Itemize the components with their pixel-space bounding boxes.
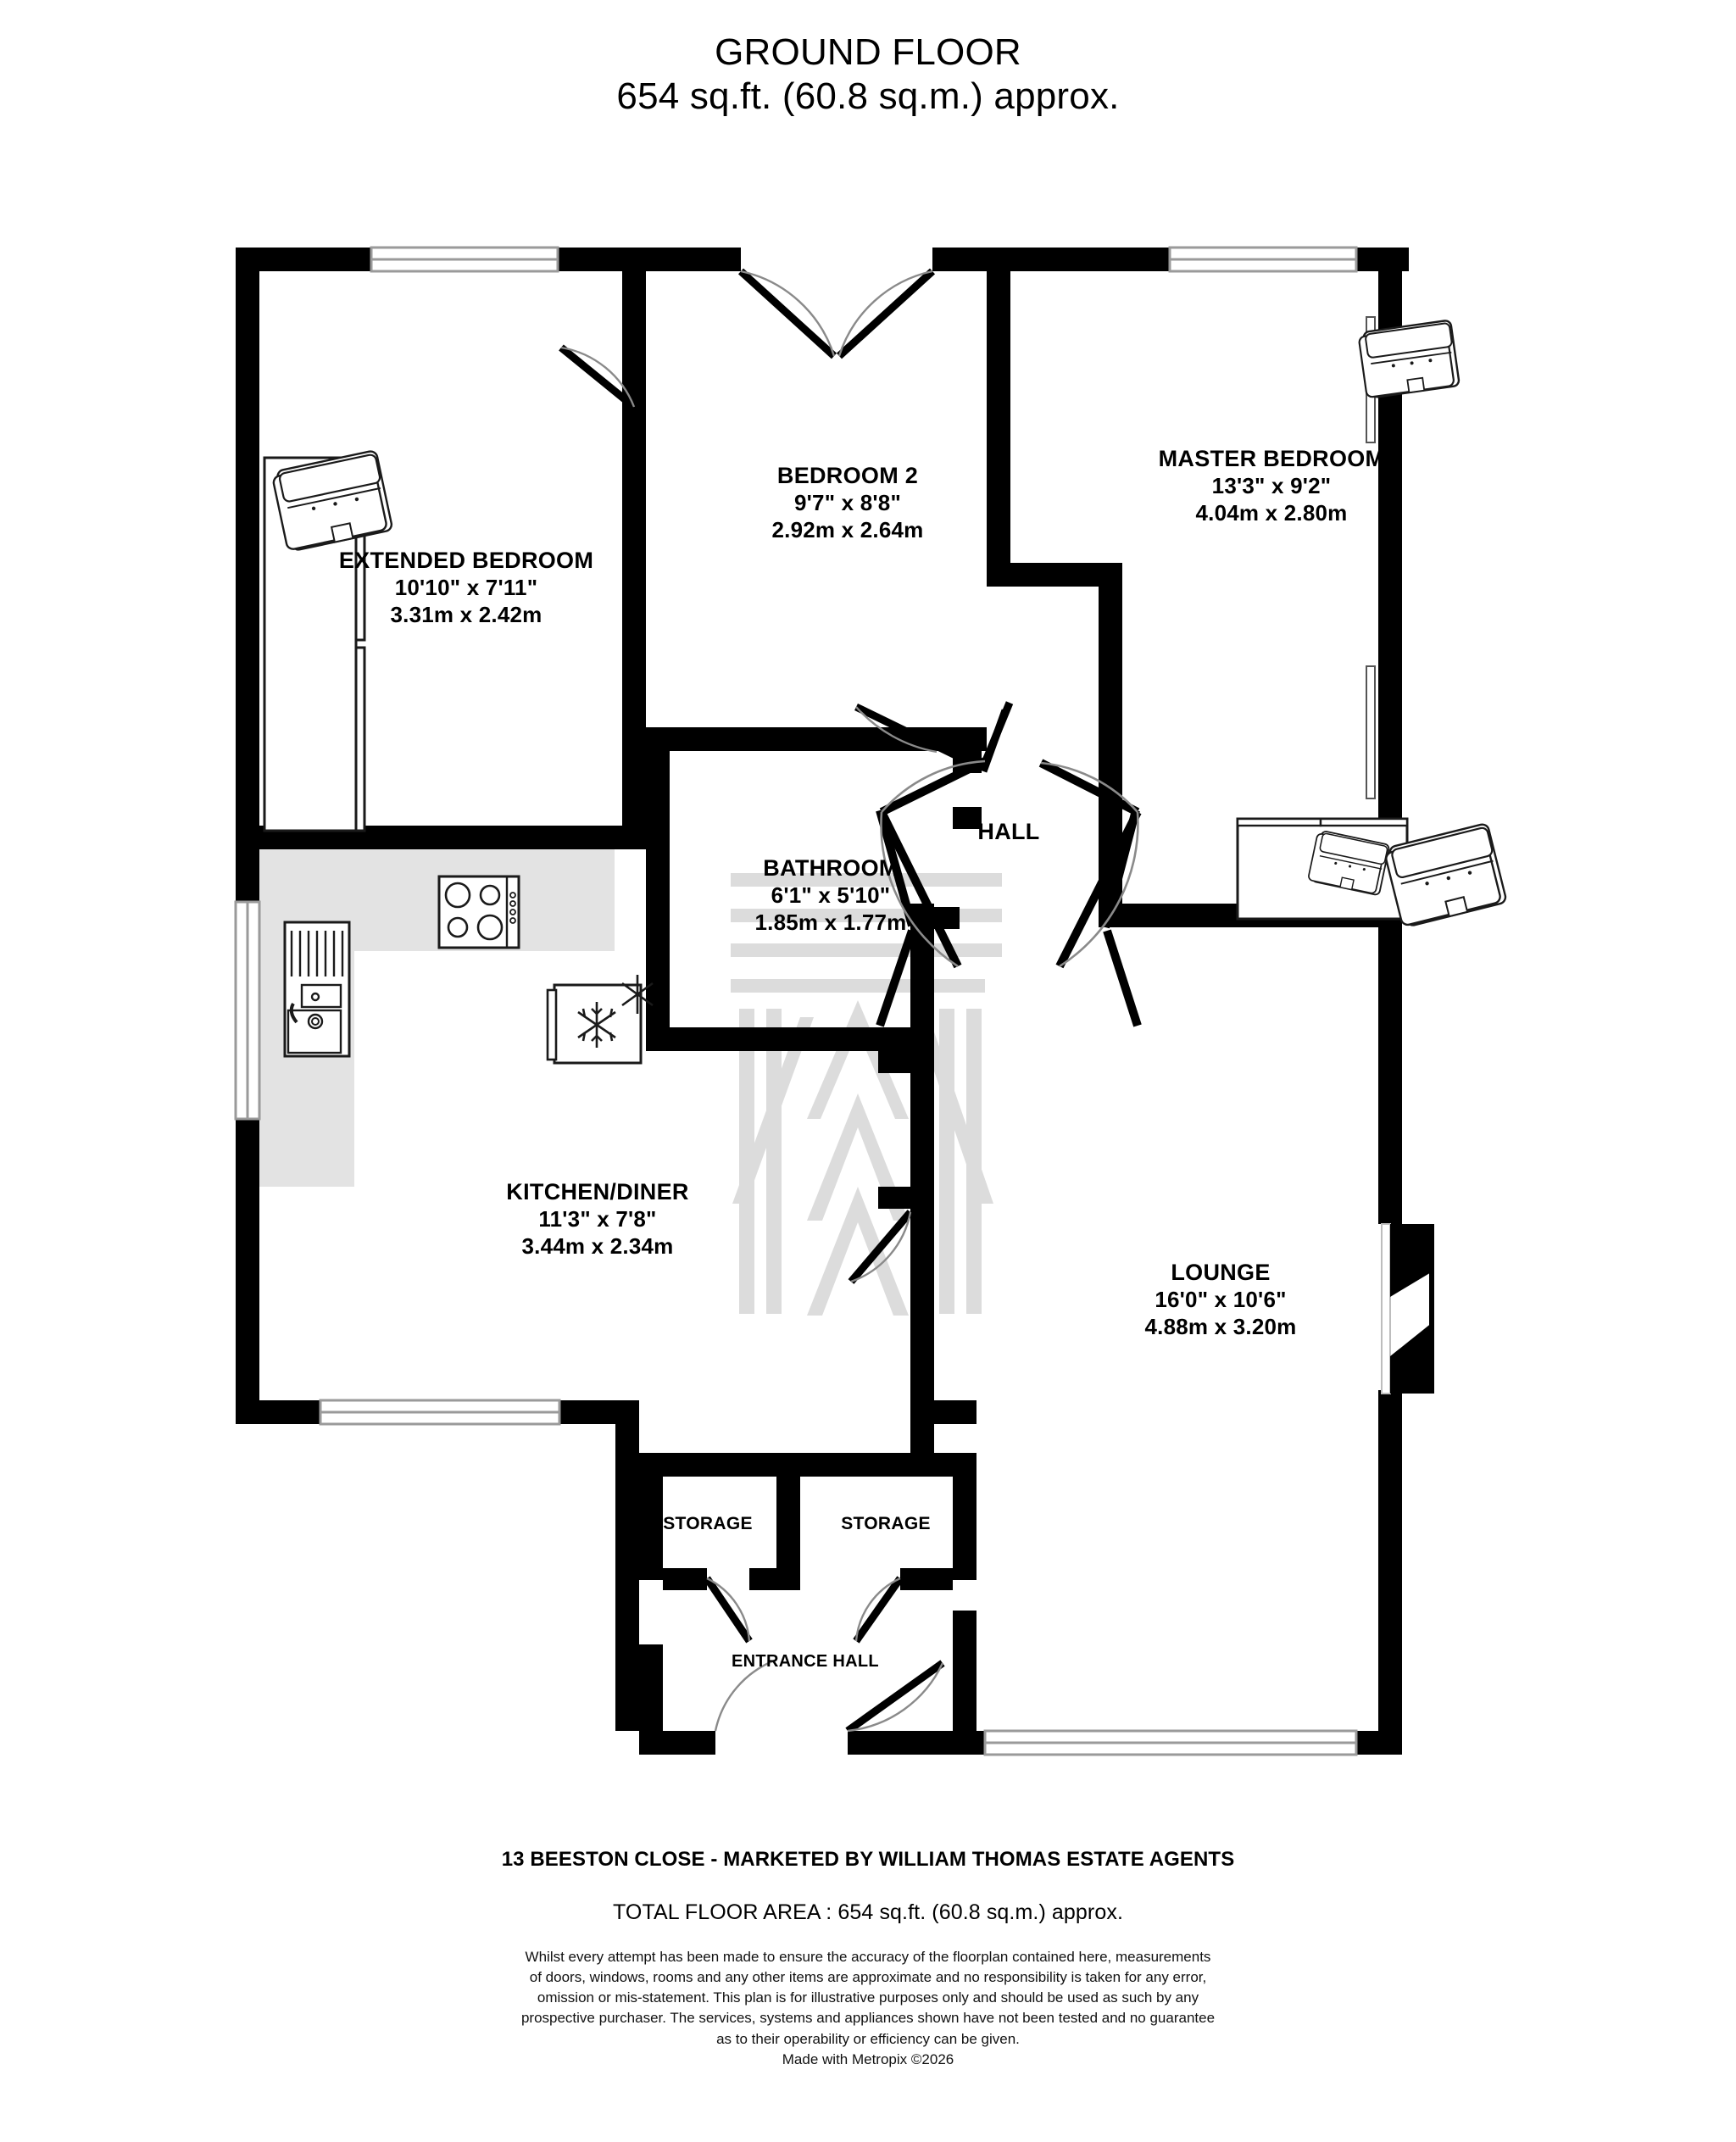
room-label-master-bedroom: MASTER BEDROOM 13'3" x 9'2" 4.04m x 2.80… — [1093, 445, 1449, 526]
kitchen-sink — [283, 921, 351, 1058]
disclaimer-line: prospective purchaser. The services, sys… — [520, 2010, 1216, 2027]
door-entrance-inner — [714, 1658, 777, 1732]
snowflake-icon — [577, 1002, 616, 1048]
furniture — [263, 319, 1508, 1065]
room-label-lounge: LOUNGE 16'0" x 10'6" 4.88m x 3.20m — [1043, 1259, 1399, 1340]
room-label-bathroom: BATHROOM 6'1" x 5'10" 1.85m x 1.77m — [661, 854, 1000, 936]
room-name: STORAGE — [841, 1514, 931, 1533]
room-name: STORAGE — [663, 1514, 753, 1533]
room-name: BATHROOM — [763, 855, 899, 881]
room-label-bedroom-2: BEDROOM 2 9'7" x 8'8" 2.92m x 2.64m — [670, 462, 1026, 543]
door-hall-upper-arc — [854, 703, 983, 772]
page-title: GROUND FLOOR 654 sq.ft. (60.8 sq.m.) app… — [0, 31, 1736, 119]
room-name: LOUNGE — [1171, 1260, 1271, 1285]
snowflake-icon-2 — [621, 975, 654, 1014]
door-storage-right — [853, 1576, 904, 1644]
room-label-extended-bedroom: EXTENDED BEDROOM 10'10" x 7'11" 3.31m x … — [254, 547, 678, 628]
room-dim-imperial: 11'3" x 7'8" — [538, 1205, 657, 1232]
hall-door-arcs — [880, 759, 1139, 968]
room-dim-imperial: 9'7" x 8'8" — [794, 489, 901, 515]
door-french-top — [737, 268, 936, 359]
window-top-right — [1168, 246, 1358, 273]
door-extended-bedroom — [559, 344, 637, 410]
room-name: HALL — [977, 819, 1040, 844]
kitchen-hob — [437, 875, 520, 949]
disclaimer-line: as to their operability or efficiency ca… — [716, 2030, 1020, 2047]
window-bottom-lounge — [983, 1729, 1358, 1756]
property-address: 13 BEESTON CLOSE - MARKETED BY WILLIAM T… — [501, 1848, 1235, 1871]
room-dim-imperial: 10'10" x 7'11" — [394, 574, 538, 600]
window-left-kitchen — [234, 900, 261, 1121]
kitchen-fridge-freezer — [546, 975, 654, 1065]
disclaimer-line: omission or mis-statement. This plan is … — [537, 1989, 1199, 2006]
room-dim-metric: 3.31m x 2.42m — [390, 601, 542, 627]
window-top-left — [370, 246, 559, 273]
hall-door-diamond — [877, 757, 1142, 969]
footer: 13 BEESTON CLOSE - MARKETED BY WILLIAM T… — [0, 1848, 1736, 2070]
room-label-storage-left: STORAGE — [627, 1513, 788, 1535]
floor-title: GROUND FLOOR — [715, 31, 1021, 73]
patio-door-lounge — [1381, 1223, 1434, 1394]
room-dim-imperial: 16'0" x 10'6" — [1155, 1286, 1287, 1312]
room-name: BEDROOM 2 — [776, 463, 919, 488]
disclaimer-line: Whilst every attempt has been made to en… — [525, 1949, 1211, 1965]
room-name: EXTENDED BEDROOM — [338, 548, 594, 573]
room-dim-metric: 4.04m x 2.80m — [1195, 499, 1348, 526]
room-label-hall: HALL — [915, 818, 1102, 846]
bed-master-top — [1356, 319, 1461, 400]
room-dim-metric: 1.85m x 1.77m — [754, 909, 907, 935]
floor-area: 654 sq.ft. (60.8 sq.m.) approx. — [616, 75, 1120, 117]
door-storage-left — [704, 1576, 753, 1644]
door-kitchen-lounge — [848, 1210, 914, 1284]
floorplan-svg — [234, 246, 1508, 1756]
door-hall-sw — [876, 929, 916, 1027]
window-bottom-kitchen — [319, 1399, 561, 1426]
disclaimer-line: of doors, windows, rooms and any other i… — [529, 1969, 1207, 1986]
windows — [234, 246, 1434, 1756]
room-name: ENTRANCE HALL — [732, 1652, 879, 1671]
room-label-kitchen-diner: KITCHEN/DINER 11'3" x 7'8" 3.44m x 2.34m — [415, 1178, 780, 1260]
floorplan-drawing — [234, 246, 1508, 1756]
room-name: MASTER BEDROOM — [1158, 446, 1385, 471]
door-entrance-front — [845, 1660, 945, 1734]
room-dim-imperial: 6'1" x 5'10" — [771, 882, 891, 908]
door-hall-west — [876, 809, 916, 927]
doors — [559, 268, 1142, 1734]
door-hall-se — [1103, 929, 1142, 1027]
disclaimer: Whilst every attempt has been made to en… — [0, 1947, 1736, 2070]
room-name: KITCHEN/DINER — [506, 1179, 689, 1205]
total-floor-area: TOTAL FLOOR AREA : 654 sq.ft. (60.8 sq.m… — [613, 1900, 1123, 1924]
room-label-storage-right: STORAGE — [805, 1513, 966, 1535]
made-with-credit: Made with Metropix ©2026 — [782, 2050, 954, 2067]
room-dim-metric: 4.88m x 3.20m — [1144, 1313, 1297, 1339]
room-dim-imperial: 13'3" x 9'2" — [1211, 472, 1332, 498]
room-dim-metric: 3.44m x 2.34m — [521, 1232, 674, 1259]
room-label-entrance-hall: ENTRANCE HALL — [644, 1651, 966, 1672]
door-bedroom2-hall — [978, 701, 1014, 773]
room-dim-metric: 2.92m x 2.64m — [771, 516, 924, 542]
